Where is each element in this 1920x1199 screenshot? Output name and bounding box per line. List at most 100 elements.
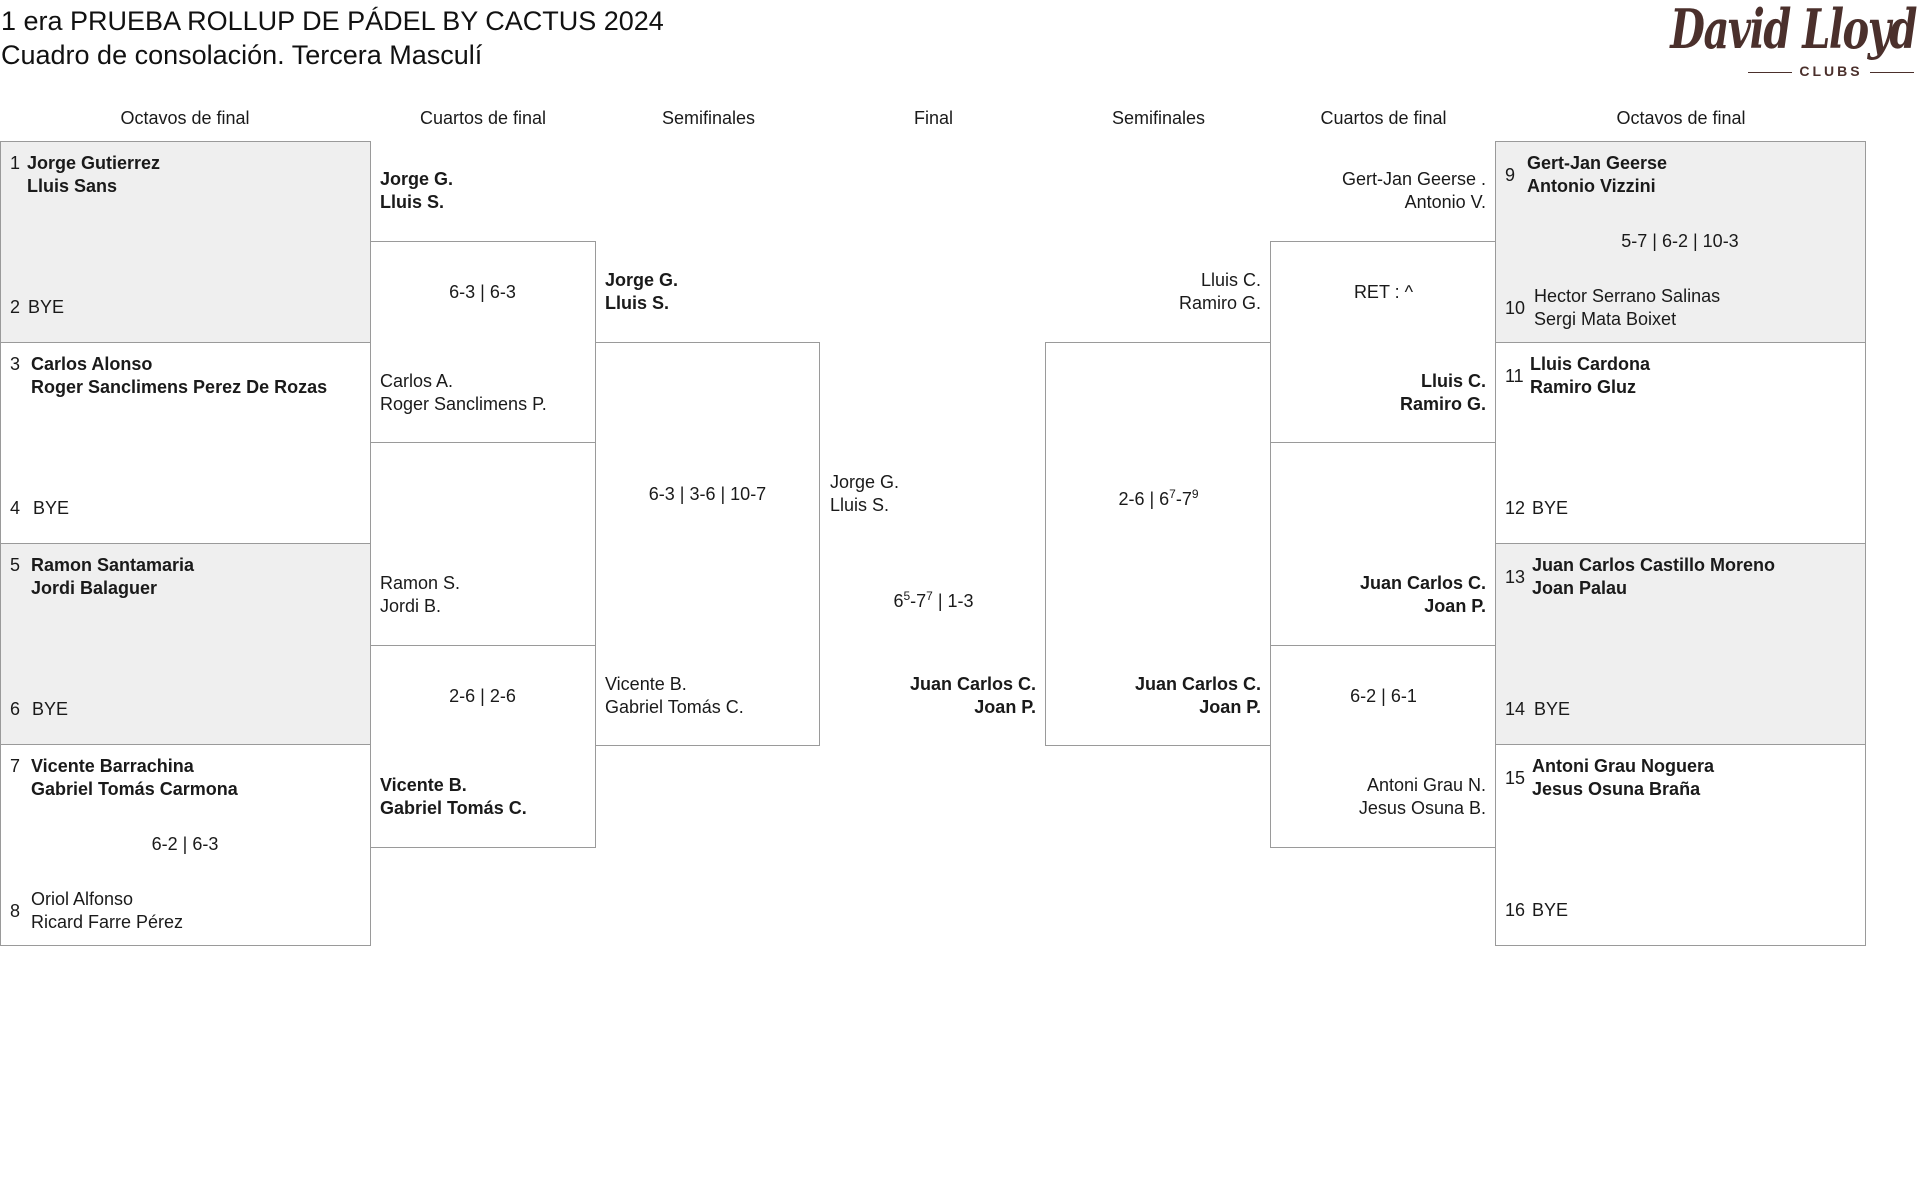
match-score: RET : ^ (1353, 282, 1414, 302)
player-name: Juan Carlos C. (1359, 573, 1486, 593)
seed-number: 12 (1505, 498, 1526, 518)
player-name: Sergi Mata Boixet (1534, 309, 1677, 329)
player-name: Lluis C. (1200, 270, 1261, 290)
logo-subtitle: CLUBS (1742, 63, 1920, 79)
match-score: 6-2 | 6-1 (1350, 686, 1417, 706)
round-header-qf-left: Cuartos de final (419, 108, 547, 128)
seed-number: 1 (10, 153, 21, 173)
player-name: Joan Palau (1532, 578, 1628, 598)
final-slot-right: Juan Carlos C. Joan P. (821, 673, 1036, 719)
player-name: Ramon Santamaria (31, 555, 195, 575)
sf-slot-l1: Jorge G. Lluis S. (605, 269, 678, 315)
bye-label: BYE (1534, 699, 1571, 719)
round-header-r16-left: Octavos de final (120, 108, 250, 128)
player-name: Lluis C. (1420, 371, 1486, 391)
sf-slot-r2: Juan Carlos C. Joan P. (1046, 673, 1261, 719)
player-name: Jordi B. (380, 596, 442, 616)
player-name: Gabriel Tomás Carmona (31, 779, 238, 799)
bye-label: BYE (33, 498, 70, 518)
player-name: Jordi Balaguer (31, 578, 158, 598)
seed-number: 8 (10, 901, 21, 921)
player-name: Ramiro G. (1178, 293, 1261, 313)
seed-number: 15 (1505, 768, 1526, 788)
player-name: Carlos A. (380, 371, 454, 391)
qf-slot-r1: Gert-Jan Geerse . Antonio V. (1271, 168, 1486, 214)
player-name: Oriol Alfonso (31, 889, 134, 909)
bye-label: BYE (1532, 900, 1569, 920)
match-box-r16-r3 (1495, 543, 1866, 745)
player-name: Lluis Cardona (1530, 354, 1651, 374)
player-name: Roger Sanclimens Perez De Rozas (31, 377, 328, 397)
player-name: Lluis S. (605, 293, 670, 313)
match-box-sf-right (1045, 342, 1271, 746)
player-name: Antoni Grau Noguera (1532, 756, 1715, 776)
seed-number: 2 (10, 297, 21, 317)
seed-number: 3 (10, 354, 21, 374)
player-name: Vicente B. (605, 674, 687, 694)
player-name: Jesus Osuna B. (1358, 798, 1486, 818)
match-box-qf-l2 (370, 645, 596, 848)
player-name: Lluis S. (380, 192, 445, 212)
player-name: Antonio Vizzini (1527, 176, 1656, 196)
player-name: Juan Carlos Castillo Moreno (1532, 555, 1776, 575)
player-name: Gabriel Tomás C. (380, 798, 527, 818)
round-header-sf-left: Semifinales (661, 108, 756, 128)
match-box-sf-left (595, 342, 820, 746)
seed-number: 16 (1505, 900, 1526, 920)
player-name: Joan P. (974, 697, 1036, 717)
seed-number: 10 (1505, 298, 1526, 318)
player-name: Lluis S. (830, 495, 890, 515)
player-name: Jorge G. (605, 270, 679, 290)
seed-number: 11 (1505, 366, 1524, 386)
player-name: Gabriel Tomás C. (605, 697, 744, 717)
seed-number: 6 (10, 699, 21, 719)
player-name: Roger Sanclimens P. (380, 394, 547, 414)
player-name: Ricard Farre Pérez (31, 912, 184, 932)
round-header-r16-right: Octavos de final (1616, 108, 1746, 128)
match-score: 6-2 | 6-3 (151, 834, 219, 854)
qf-slot-l3: Ramon S. Jordi B. (380, 572, 460, 618)
player-name: Gert-Jan Geerse (1527, 153, 1668, 173)
qf-slot-r4: Antoni Grau N. Jesus Osuna B. (1271, 774, 1486, 820)
player-name: Vicente B. (380, 775, 467, 795)
match-score: 5-7 | 6-2 | 10-3 (1621, 231, 1739, 251)
player-name: Ramiro G. (1399, 394, 1486, 414)
match-box-qf-r2 (1270, 645, 1496, 848)
player-name: Gert-Jan Geerse . (1341, 169, 1486, 189)
qf-slot-l4: Vicente B. Gabriel Tomás C. (380, 774, 527, 820)
player-name: Vicente Barrachina (31, 756, 194, 776)
match-score: 6-3 | 6-3 (449, 282, 516, 302)
round-header-final: Final (913, 108, 953, 128)
qf-slot-r2: Lluis C. Ramiro G. (1271, 370, 1486, 416)
player-name: Antoni Grau N. (1366, 775, 1486, 795)
player-name: Joan P. (1424, 596, 1486, 616)
player-name: Juan Carlos C. (909, 674, 1036, 694)
player-name: Jorge G. (380, 169, 454, 189)
player-name: Ramon S. (380, 573, 461, 593)
match-box-r16-l3 (0, 543, 371, 745)
logo-wordmark: David Lloyd (1670, 0, 1917, 61)
club-logo: David Lloyd CLUBS (1670, 0, 1920, 86)
match-box-r16-l1 (0, 141, 371, 343)
player-name: Jesus Osuna Braña (1532, 779, 1701, 799)
sf-slot-r1: Lluis C. Ramiro G. (1046, 269, 1261, 315)
player-name: Ramiro Gluz (1530, 377, 1637, 397)
qf-slot-l2: Carlos A. Roger Sanclimens P. (380, 370, 547, 416)
seed-number: 13 (1505, 567, 1526, 587)
player-name: Hector Serrano Salinas (1534, 286, 1721, 306)
match-score: 6-3 | 3-6 | 10-7 (648, 484, 767, 504)
sf-slot-l2: Vicente B. Gabriel Tomás C. (605, 673, 744, 719)
match-score: 2-6 | 2-6 (449, 686, 516, 706)
player-name: Jorge G. (830, 472, 900, 492)
player-name: Lluis Sans (27, 176, 118, 196)
player-name: Joan P. (1199, 697, 1261, 717)
player-name: Juan Carlos C. (1134, 674, 1261, 694)
seed-number: 4 (10, 498, 21, 518)
qf-slot-l1: Jorge G. Lluis S. (380, 168, 453, 214)
qf-slot-r3: Juan Carlos C. Joan P. (1271, 572, 1486, 618)
seed-number: 9 (1505, 165, 1516, 185)
match-score: 2-6 | 67-79 (1118, 487, 1199, 509)
final-score: 65-77 | 1-3 (893, 589, 974, 611)
round-header-qf-right: Cuartos de final (1320, 108, 1447, 128)
draw-subtitle: Cuadro de consolación. Tercera Masculí (1, 40, 483, 70)
